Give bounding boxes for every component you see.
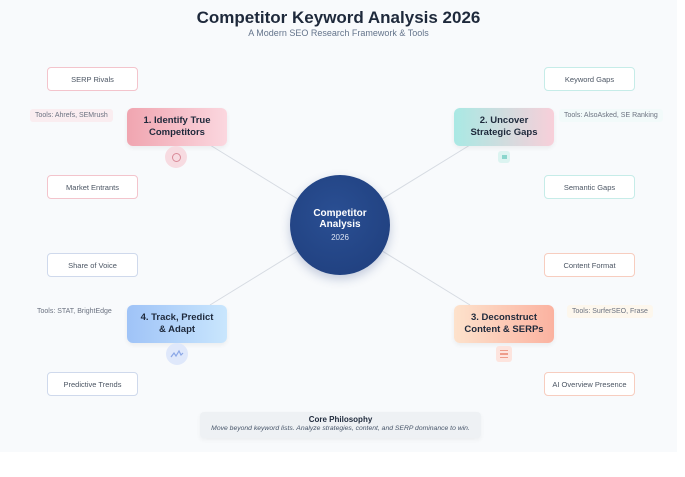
step-3-tools: Tools: SurferSEO, Frase [567,305,653,318]
page-subtitle: A Modern SEO Research Framework & Tools [248,28,429,38]
leaf-share-of-voice[interactable]: Share of Voice [47,253,138,277]
step-2-label: 2. Uncover Strategic Gaps [470,115,538,138]
leaf-semantic-gaps[interactable]: Semantic Gaps [544,175,635,199]
page-title: Competitor Keyword Analysis 2026 [196,8,481,27]
leaf-keyword-gaps[interactable]: Keyword Gaps [544,67,635,91]
core-philosophy-text: Move beyond keyword lists. Analyze strat… [211,425,470,432]
hub-title-line-1: Competitor [313,208,367,219]
step-1-node[interactable]: 1. Identify True Competitors [127,108,227,146]
step-4-tools: Tools: STAT, BrightEdge [37,308,112,315]
leaf-market-entrants[interactable]: Market Entrants [47,175,138,199]
central-hub[interactable]: Competitor Analysis 2026 [290,175,390,275]
target-icon [165,146,187,168]
step-4-label: 4. Track, Predict & Adapt [140,312,214,335]
core-philosophy-title: Core Philosophy [308,415,373,424]
leaf-predictive-trends[interactable]: Predictive Trends [47,372,138,396]
hub-year: 2026 [331,233,349,242]
trend-line-icon [166,343,188,365]
leaf-content-format[interactable]: Content Format [544,253,635,277]
step-2-tools: Tools: AlsoAsked, SE Ranking [559,109,663,122]
step-3-label: 3. Deconstruct Content & SERPs [464,312,544,335]
gap-icon [498,151,510,163]
step-4-node[interactable]: 4. Track, Predict & Adapt [127,305,227,343]
step-1-tools: Tools: Ahrefs, SEMrush [30,109,113,122]
diagram-canvas: Competitor Keyword Analysis 2026 A Moder… [30,8,663,438]
core-philosophy-box: Core Philosophy Move beyond keyword list… [200,412,481,438]
leaf-serp-rivals[interactable]: SERP Rivals [47,67,138,91]
step-2-node[interactable]: 2. Uncover Strategic Gaps [454,108,554,146]
leaf-ai-overview-presence[interactable]: AI Overview Presence [544,372,635,396]
list-icon [496,346,512,362]
step-3-node[interactable]: 3. Deconstruct Content & SERPs [454,305,554,343]
hub-title-line-2: Analysis [319,219,361,230]
step-1-label: 1. Identify True Competitors [143,115,211,138]
